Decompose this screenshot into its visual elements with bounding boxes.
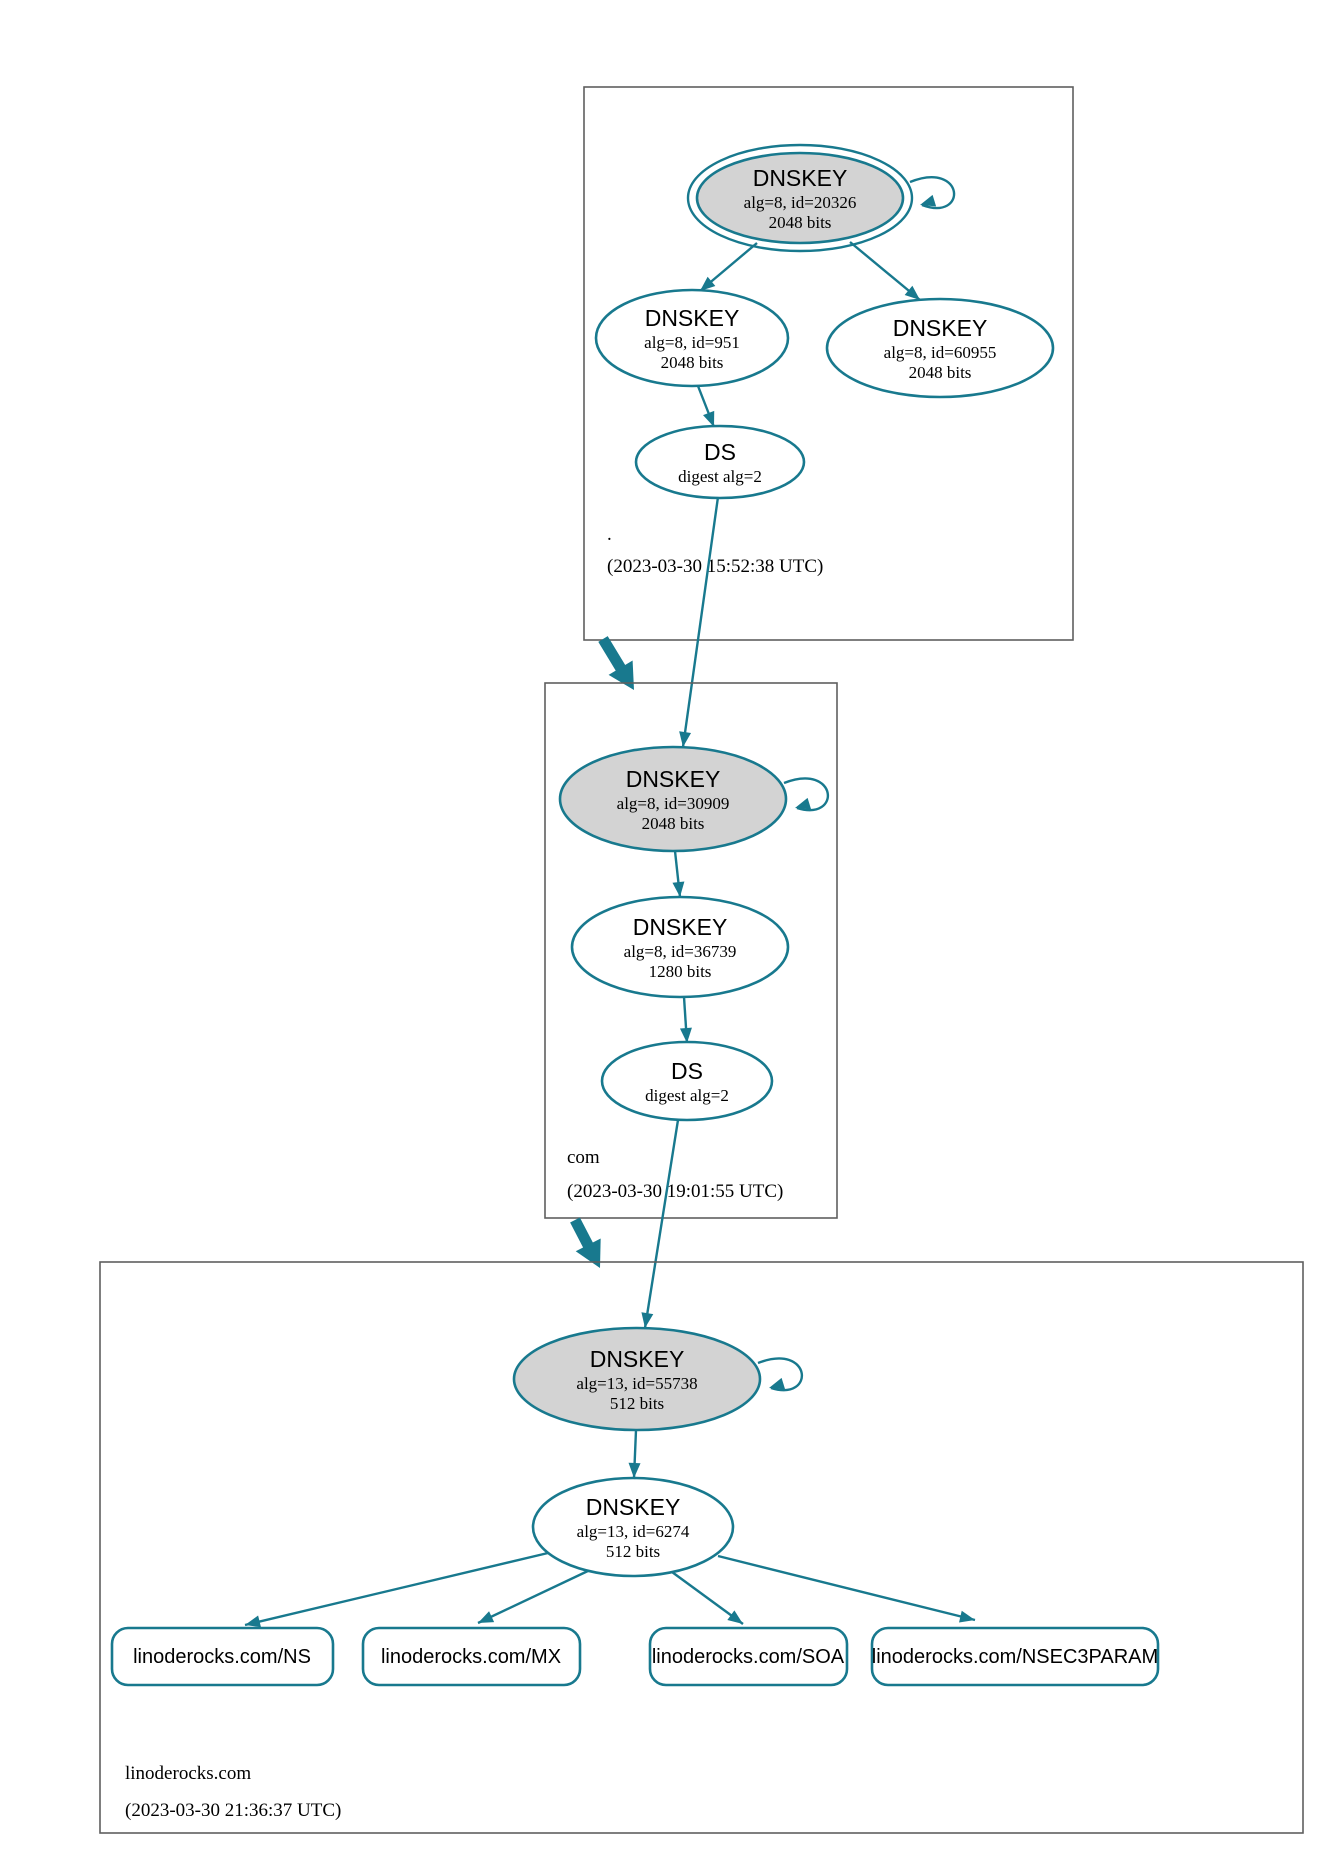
edge-linoderocks-ksk-selfloop — [757, 1357, 804, 1392]
arrowhead — [672, 881, 685, 897]
edge-com-ksk-selfloop — [783, 777, 830, 812]
zone-timestamp-root: (2023-03-30 15:52:38 UTC) — [607, 556, 823, 577]
zone-label-root: . — [607, 524, 612, 545]
arrowhead — [795, 797, 812, 810]
arrowhead — [727, 1610, 743, 1624]
arrowhead — [478, 1611, 495, 1623]
edge-zsk-to-nsec3param — [717, 1554, 976, 1622]
com-ksk-attrs: alg=8, id=30909 — [617, 794, 730, 813]
arrowhead — [641, 1312, 654, 1328]
arrowhead — [703, 410, 715, 427]
rrset-soa-box: linoderocks.com/SOA — [648, 1626, 849, 1687]
arrowhead — [904, 285, 920, 300]
edge-root-ksk-selfloop — [909, 176, 956, 210]
linoderocks-ksk-attrs: alg=13, id=55738 — [576, 1374, 697, 1393]
com-ds-node: DS digest alg=2 — [600, 1040, 774, 1122]
zone-root: DNSKEY alg=8, id=20326 2048 bits DNSKEY … — [583, 86, 1074, 641]
linoderocks-zsk-node: DNSKEY alg=13, id=6274 512 bits — [531, 1476, 735, 1578]
root-zsk951-node: DNSKEY alg=8, id=951 2048 bits — [594, 288, 790, 388]
com-zsk-bits: 1280 bits — [649, 962, 712, 981]
com-zsk-title: DNSKEY — [633, 914, 728, 940]
com-ksk-bits: 2048 bits — [642, 814, 705, 833]
linoderocks-ksk-title: DNSKEY — [590, 1346, 685, 1372]
root-ds-title: DS — [704, 439, 736, 465]
zone-label-com: com — [567, 1147, 600, 1168]
linoderocks-zsk-title: DNSKEY — [586, 1494, 681, 1520]
root-zsk60955-bits: 2048 bits — [909, 363, 972, 382]
zone-box-root — [583, 86, 1074, 641]
rrset-mx-label: linoderocks.com/MX — [381, 1646, 561, 1668]
arrowhead — [920, 194, 937, 207]
com-zsk-node: DNSKEY alg=8, id=36739 1280 bits — [570, 895, 790, 999]
arrowhead — [245, 1615, 262, 1628]
rrset-mx-box: linoderocks.com/MX — [361, 1626, 582, 1687]
delegation-arrow-root-com — [598, 636, 628, 675]
arrowhead — [628, 1462, 641, 1478]
edge-rootds-to-comksk — [681, 496, 720, 748]
root-ds-attrs: digest alg=2 — [678, 467, 762, 486]
zone-com: DNSKEY alg=8, id=30909 2048 bits DNSKEY … — [544, 682, 838, 1219]
edge-root-ksk-to-zsk60955 — [849, 241, 921, 301]
rrset-ns-box: linoderocks.com/NS — [110, 1626, 335, 1687]
root-ksk-attrs: alg=8, id=20326 — [744, 193, 857, 212]
linoderocks-zsk-bits: 512 bits — [606, 1542, 660, 1561]
rrset-nsec3param-label: linoderocks.com/NSEC3PARAM — [872, 1646, 1158, 1668]
root-ds-node: DS digest alg=2 — [634, 424, 806, 500]
root-ksk-node: DNSKEY alg=8, id=20326 2048 bits — [686, 143, 914, 253]
com-zsk-attrs: alg=8, id=36739 — [624, 942, 737, 961]
com-ds-title: DS — [671, 1058, 703, 1084]
arrowhead — [959, 1610, 975, 1623]
root-ksk-bits: 2048 bits — [769, 213, 832, 232]
arrowhead — [769, 1377, 786, 1390]
edge-comds-to-linoderocksksk — [643, 1119, 680, 1329]
zone-box-linoderocks — [99, 1261, 1304, 1834]
zone-label-linoderocks: linoderocks.com — [125, 1763, 251, 1784]
edge-zsk-to-mx — [477, 1568, 591, 1625]
rrset-ns-label: linoderocks.com/NS — [133, 1646, 311, 1668]
root-zsk951-attrs: alg=8, id=951 — [644, 333, 740, 352]
com-ksk-node: DNSKEY alg=8, id=30909 2048 bits — [558, 745, 788, 853]
com-ksk-title: DNSKEY — [626, 766, 721, 792]
rrset-nsec3param-box: linoderocks.com/NSEC3PARAM — [870, 1626, 1160, 1687]
root-zsk60955-node: DNSKEY alg=8, id=60955 2048 bits — [825, 297, 1055, 399]
root-zsk60955-title: DNSKEY — [893, 315, 988, 341]
arrowhead — [679, 1027, 692, 1043]
zone-linoderocks: DNSKEY alg=13, id=55738 512 bits DNSKEY … — [99, 1261, 1304, 1834]
root-zsk951-title: DNSKEY — [645, 305, 740, 331]
edge-zsk-to-ns — [244, 1551, 549, 1627]
com-ds-attrs: digest alg=2 — [645, 1086, 729, 1105]
arrowhead-thick — [575, 1238, 601, 1268]
zone-timestamp-com: (2023-03-30 19:01:55 UTC) — [567, 1181, 783, 1202]
linoderocks-ksk-node: DNSKEY alg=13, id=55738 512 bits — [512, 1326, 762, 1432]
zone-timestamp-linoderocks: (2023-03-30 21:36:37 UTC) — [125, 1800, 341, 1821]
root-zsk951-bits: 2048 bits — [661, 353, 724, 372]
rrset-soa-label: linoderocks.com/SOA — [652, 1646, 845, 1668]
linoderocks-ksk-bits: 512 bits — [610, 1394, 664, 1413]
arrowhead — [679, 731, 692, 747]
delegation-arrow-com-linoderocks — [570, 1217, 594, 1250]
arrowhead — [700, 276, 716, 291]
zone-box-com — [544, 682, 838, 1219]
linoderocks-zsk-attrs: alg=13, id=6274 — [577, 1522, 690, 1541]
root-ksk-title: DNSKEY — [753, 165, 848, 191]
root-zsk60955-attrs: alg=8, id=60955 — [884, 343, 997, 362]
